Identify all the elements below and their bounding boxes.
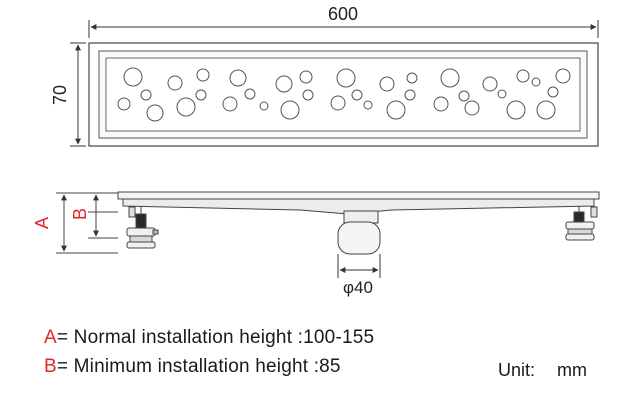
grate-bubble: [330, 95, 346, 111]
unit-note: Unit: mm: [498, 360, 587, 381]
height-dimensions: [56, 192, 118, 254]
grate-bubble: [302, 89, 314, 101]
drain-top-flange: [117, 191, 600, 200]
grate-bubble: [547, 86, 559, 98]
grate-bubble: [440, 68, 460, 88]
outlet-diameter-label: φ40: [343, 278, 373, 297]
marker-a: A: [32, 217, 52, 229]
grate-bubble: [379, 76, 395, 92]
legend-minimum-height: B= Minimum installation height :85: [44, 356, 341, 378]
grate-bubble-pattern: [117, 67, 571, 122]
grate-bubble: [336, 68, 356, 88]
grate-bubble: [531, 77, 541, 87]
grate-bubble: [140, 89, 152, 101]
grate-bubble: [536, 100, 556, 120]
unit-value: mm: [557, 360, 588, 380]
drain-grate: [105, 57, 581, 132]
grate-bubble: [299, 70, 313, 84]
legend-a-key: A: [44, 327, 57, 348]
grate-bubble: [464, 100, 480, 116]
grate-bubble: [458, 90, 470, 102]
marker-b: B: [70, 208, 90, 220]
grate-bubble: [244, 88, 256, 100]
length-dimension: [88, 20, 599, 38]
grate-bubble: [404, 89, 416, 101]
legend-a-text: = Normal installation height :100-155: [56, 327, 375, 348]
length-label: 600: [328, 4, 358, 24]
grate-bubble: [280, 100, 300, 120]
grate-bubble: [433, 96, 449, 112]
grate-bubble: [555, 68, 571, 84]
grate-bubble: [167, 75, 183, 91]
grate-bubble: [123, 67, 143, 87]
grate-bubble: [229, 69, 247, 87]
legend-normal-height: A= Normal installation height :100-155: [44, 327, 374, 349]
grate-bubble: [196, 68, 210, 82]
grate-bubble: [351, 89, 363, 101]
grate-bubble: [146, 104, 164, 122]
legend-b-text: = Minimum installation height :85: [56, 356, 341, 377]
left-leveling-foot: [126, 206, 159, 249]
grate-bubble: [363, 100, 373, 110]
drain-top-view: [88, 42, 599, 147]
grate-bubble: [482, 76, 498, 92]
grate-bubble: [516, 69, 530, 83]
width-dimension: [70, 42, 86, 147]
unit-label: Unit:: [498, 360, 536, 380]
drain-frame: [88, 42, 599, 147]
grate-bubble: [386, 100, 406, 120]
width-label: 70: [50, 85, 70, 105]
legend-b-key: B: [44, 356, 57, 377]
drain-side-view: [117, 191, 600, 255]
grate-bubble: [195, 89, 207, 101]
grate-bubble: [222, 96, 238, 112]
grate-bubble: [275, 75, 293, 93]
grate-bubble: [176, 97, 196, 117]
grate-bubble: [497, 89, 507, 99]
grate-bubble: [506, 100, 526, 120]
right-leveling-foot: [565, 206, 598, 241]
outlet-dimension: [337, 254, 381, 278]
grate-bubble: [406, 72, 418, 84]
grate-bubble: [117, 97, 131, 111]
grate-bubble: [259, 101, 269, 111]
drain-outlet: [337, 210, 381, 255]
